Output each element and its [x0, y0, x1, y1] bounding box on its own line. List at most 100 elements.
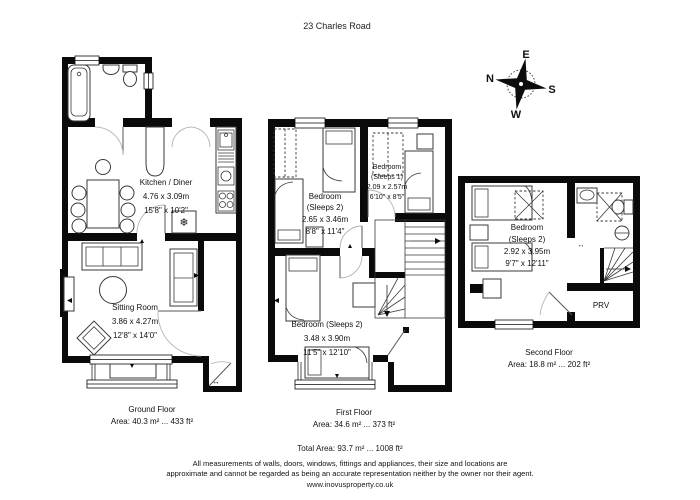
bed — [285, 254, 321, 322]
svg-text:2.09 x 2.57m: 2.09 x 2.57m — [367, 184, 408, 191]
second-floor-plan: ↔ Bedroom (Sleeps — [458, 176, 640, 330]
compass-south: S — [548, 84, 555, 96]
svg-text:Bedroom (Sleeps 2): Bedroom (Sleeps 2) — [291, 320, 362, 329]
prv-label: PRV — [593, 301, 610, 310]
svg-text:(Sleeps 1): (Sleeps 1) — [371, 174, 403, 181]
ground-floor-name: Ground Floor — [128, 405, 176, 414]
ground-windows — [74, 55, 178, 389]
svg-text:12'8" x 14'0": 12'8" x 14'0" — [113, 331, 157, 340]
hob — [217, 190, 235, 212]
first-walls — [268, 119, 452, 392]
first-furniture — [273, 127, 434, 379]
bed — [304, 346, 370, 379]
kitchen-counter — [215, 126, 237, 214]
bed — [471, 185, 533, 221]
svg-text:Sitting Room: Sitting Room — [112, 303, 158, 312]
ground-floor-area: Area: 40.3 m² ... 433 ft² — [110, 416, 194, 426]
freezer — [171, 210, 197, 234]
kitchen-label: Kitchen / Diner 4.76 x 3.09m 15'8" x 10'… — [140, 178, 193, 215]
svg-text:3.48 x 3.90m: 3.48 x 3.90m — [304, 334, 351, 343]
toilet-bowl — [123, 71, 137, 87]
svg-text:Bedroom: Bedroom — [309, 192, 342, 201]
ground-floor-plan: ↔ ❄ — [60, 55, 242, 392]
toilet-bowl — [611, 199, 625, 215]
staircase — [603, 247, 634, 282]
compass-north: N — [486, 73, 494, 85]
sofa-2 — [169, 248, 198, 307]
bedroom-bottom-label: Bedroom (Sleeps 2) 3.48 x 3.90m 11'5" x … — [291, 320, 362, 357]
svg-text:9'7" x 12'11": 9'7" x 12'11" — [505, 259, 548, 268]
disclaimer-line-1: All measurements of walls, doors, window… — [192, 459, 508, 468]
website-url: www.inovusproperty.co.uk — [306, 480, 394, 489]
sofa — [81, 242, 143, 271]
svg-text:4.76 x 3.09m: 4.76 x 3.09m — [143, 192, 190, 201]
dimension-markers — [274, 244, 352, 378]
door-swing-arrow-icon: ↔ — [578, 242, 585, 249]
cupboard — [482, 278, 502, 299]
snowflake-icon: ❄ — [179, 217, 188, 229]
svg-text:6'10" x 8'5": 6'10" x 8'5" — [370, 194, 405, 201]
dimension-markers — [67, 239, 199, 368]
bedroom-tl-label: Bedroom (Sleeps 2) 2.65 x 3.46m 8'8" x 1… — [302, 192, 349, 236]
first-floor-name: First Floor — [336, 408, 372, 417]
svg-text:Bedroom: Bedroom — [373, 164, 402, 171]
second-walls — [458, 176, 640, 328]
door-swing-arrow-icon: ↔ — [212, 377, 220, 386]
first-floor-area: Area: 34.6 m² ... 373 ft² — [312, 419, 396, 429]
svg-text:11'5" x 12'10": 11'5" x 12'10" — [303, 348, 351, 357]
svg-text:(Sleeps 2): (Sleeps 2) — [509, 235, 546, 244]
svg-text:Bedroom: Bedroom — [511, 223, 544, 232]
worktop — [145, 126, 165, 177]
bay-bench — [109, 363, 157, 379]
svg-text:8'8" x 11'4": 8'8" x 11'4" — [306, 227, 345, 236]
sitting-room-label: Sitting Room 3.86 x 4.27m 12'8" x 14'0" — [112, 303, 159, 340]
bed — [322, 127, 356, 193]
bed — [274, 178, 304, 244]
cupboard — [352, 282, 376, 308]
svg-text:2.92 x 3.95m: 2.92 x 3.95m — [504, 247, 551, 256]
compass-star-icon — [495, 58, 547, 110]
staircase — [374, 219, 446, 319]
second-floor-area: Area: 18.8 m² ... 202 ft² — [507, 359, 591, 369]
armchair — [76, 320, 112, 356]
bedside-table — [305, 226, 324, 248]
first-windows — [294, 117, 419, 390]
disclaimer-line-2: approximate and cannot be regarded as be… — [166, 469, 534, 478]
bedside-table — [469, 224, 489, 241]
bedroom-tr-label: Bedroom (Sleeps 1) 2.09 x 2.57m 6'10" x … — [367, 164, 408, 201]
dining-table — [86, 179, 120, 229]
appliance — [217, 166, 235, 186]
kitchen-sink — [217, 129, 235, 151]
bedroom-label: Bedroom (Sleeps 2) 2.92 x 3.95m 9'7" x 1… — [504, 223, 551, 268]
coffee-table — [99, 276, 127, 304]
ground-floor-label: Ground Floor Area: 40.3 m² ... 433 ft² — [52, 404, 252, 427]
svg-text:(Sleeps 2): (Sleeps 2) — [307, 203, 344, 212]
second-furniture — [469, 185, 634, 299]
second-doors: ↔ — [539, 242, 585, 316]
total-area: Total Area: 93.7 m² ... 1008 ft² — [297, 444, 403, 453]
compass-east: E — [522, 49, 529, 61]
dining-set — [70, 159, 136, 234]
second-floor-label: Second Floor Area: 18.8 m² ... 202 ft² — [449, 347, 649, 370]
bedside-table — [416, 133, 434, 150]
kitchen-fixtures: ❄ — [145, 126, 237, 234]
second-windows — [494, 319, 534, 330]
first-floor-plan: Bedroom (Sleeps 2) 2.65 x 3.46m 8'8" x 1… — [268, 117, 452, 392]
svg-text:3.86 x 4.27m: 3.86 x 4.27m — [112, 317, 159, 326]
svg-text:Kitchen / Diner: Kitchen / Diner — [140, 178, 193, 187]
fireplace — [63, 276, 75, 312]
second-floor-name: Second Floor — [525, 348, 573, 357]
wardrobe — [514, 190, 544, 220]
toilet-cistern — [623, 199, 634, 215]
first-floor-label: First Floor Area: 34.6 m² ... 373 ft² — [254, 407, 454, 430]
compass-west: W — [511, 109, 522, 121]
bathtub — [67, 64, 91, 122]
disclaimer: All measurements of walls, doors, window… — [0, 459, 700, 479]
svg-text:15'8" x 10'2": 15'8" x 10'2" — [144, 206, 188, 215]
page-title: 23 Charles Road — [303, 21, 371, 31]
bed — [404, 150, 434, 214]
bathroom-fixtures — [67, 64, 138, 122]
svg-text:2.65 x 3.46m: 2.65 x 3.46m — [302, 215, 349, 224]
first-doors — [339, 189, 406, 356]
